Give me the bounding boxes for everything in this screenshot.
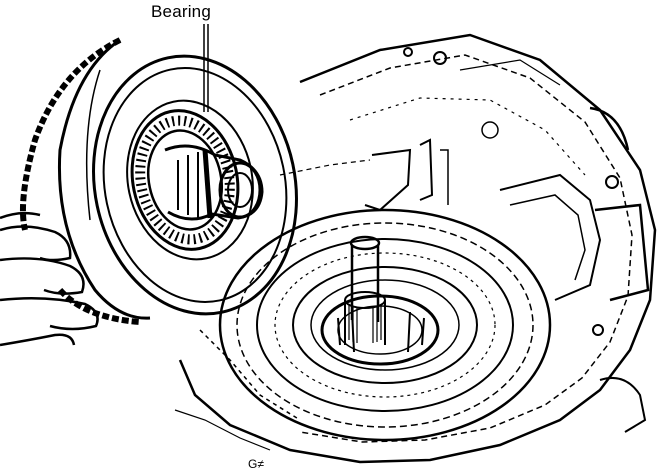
sprocket-drum <box>57 38 298 320</box>
figure-code: G≠ <box>248 457 264 471</box>
hands <box>0 211 99 347</box>
drive-chain <box>19 37 141 325</box>
input-shaft <box>344 235 386 345</box>
bearing <box>130 109 240 251</box>
bearing-callout-label: Bearing <box>151 2 211 21</box>
hub-sleeve <box>164 144 264 221</box>
clutch-housing <box>218 208 552 442</box>
transmission-case <box>174 33 657 464</box>
